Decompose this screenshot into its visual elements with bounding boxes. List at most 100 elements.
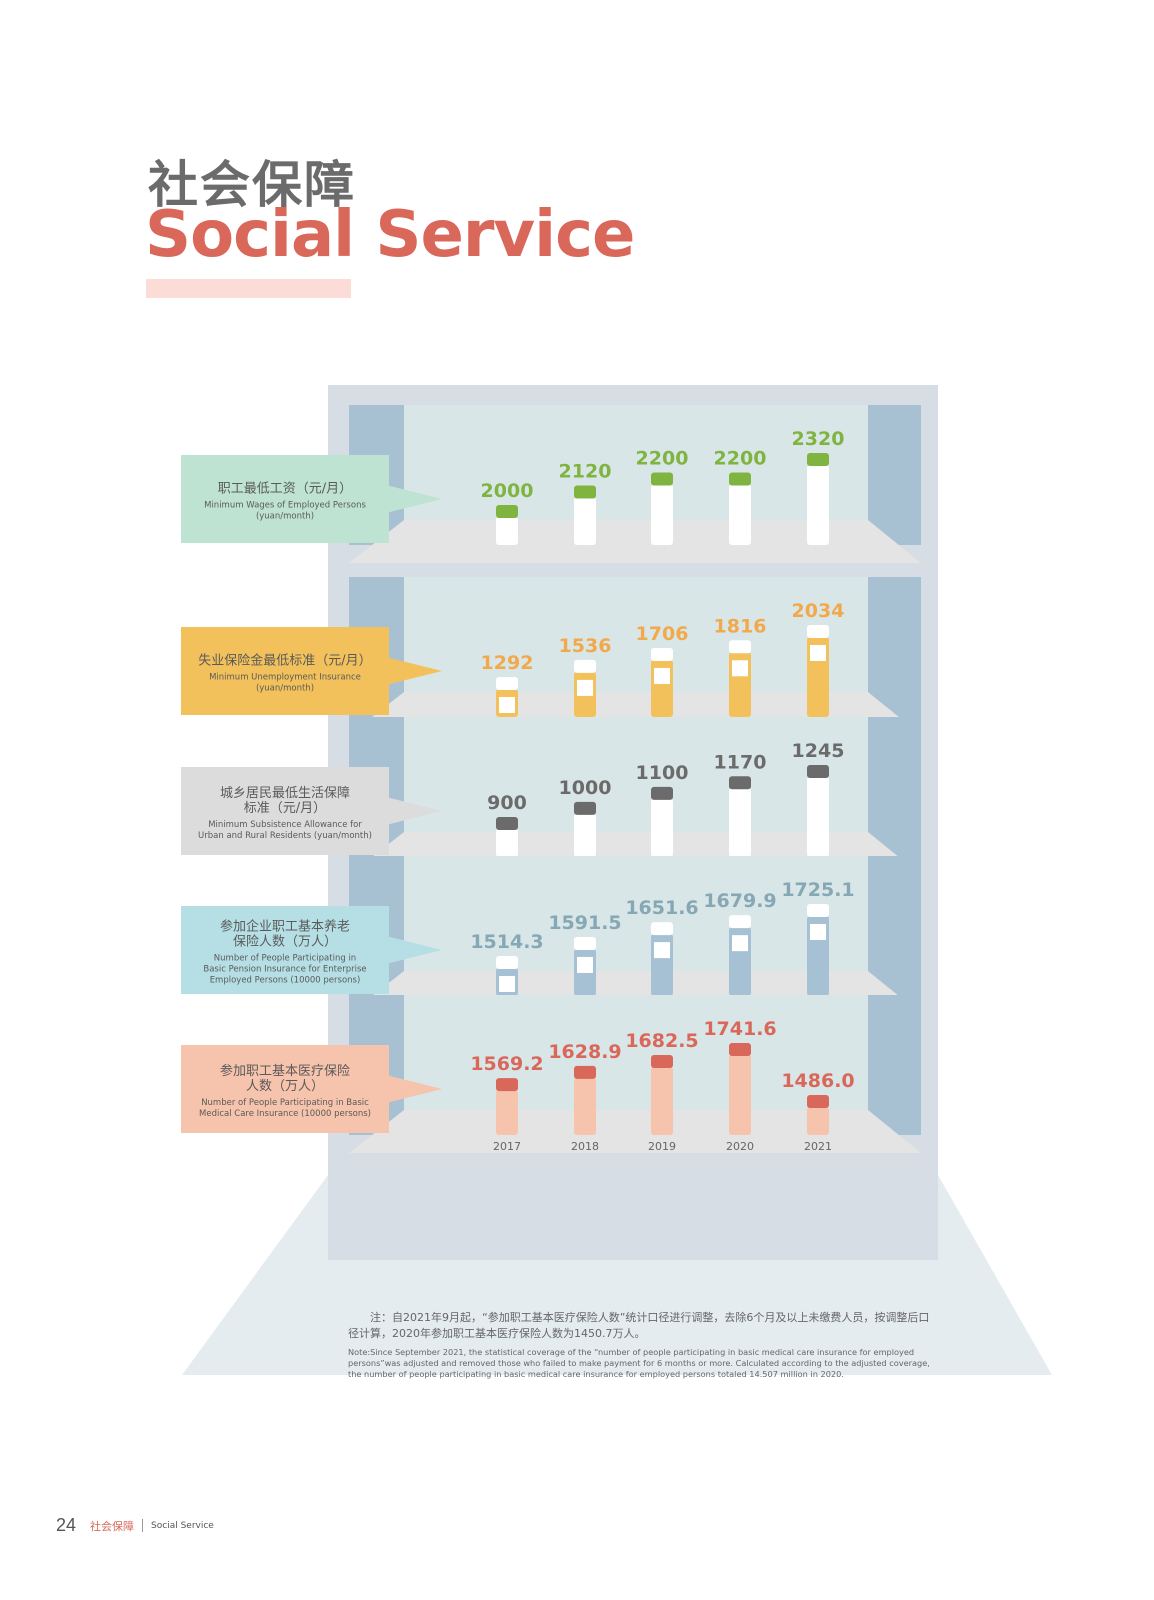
data-label: 1816 [714, 615, 767, 637]
data-label: 2320 [792, 428, 845, 450]
bottle-2020 [729, 640, 751, 717]
shelf-right-wall [868, 717, 921, 857]
note-english: Note:Since September 2021, the statistic… [348, 1347, 930, 1379]
shelf-right-wall [868, 856, 921, 996]
footer-section-cn: 社会保障 [90, 1519, 135, 1533]
bottle-cap [496, 956, 518, 969]
bottle-cap [496, 1078, 518, 1092]
row-label-en: Minimum Subsistence Allowance for [208, 820, 362, 830]
bottle-2017 [496, 817, 518, 857]
bottle-cap [729, 472, 751, 486]
bottle-body [496, 1090, 518, 1135]
data-label: 2034 [792, 600, 845, 622]
bottle-cap [729, 915, 751, 929]
bottle-cap [807, 765, 829, 778]
row-label-cn: 参加职工基本医疗保险 [220, 1063, 350, 1079]
row-label-pointer [386, 1075, 442, 1103]
bottle-2019 [651, 647, 673, 717]
row-label-en: Basic Pension Insurance for Enterprise [203, 965, 366, 975]
bottle-body [651, 1067, 673, 1135]
x-tick-label: 2017 [493, 1140, 521, 1153]
bottle-2017 [496, 956, 518, 996]
data-label: 1725.1 [781, 879, 854, 901]
data-label: 2000 [481, 480, 534, 502]
row-label-cn: 标准（元/月） [244, 801, 326, 816]
data-label: 1628.9 [548, 1041, 621, 1063]
bottle-cap [496, 817, 518, 830]
bottle-body [574, 813, 596, 857]
bottle-2018 [574, 1065, 596, 1135]
data-label: 1679.9 [703, 890, 776, 912]
row-label-en: Employed Persons (10000 persons) [210, 976, 361, 986]
bottle-label-sticker [810, 645, 826, 661]
data-label: 1651.6 [625, 897, 698, 919]
shelf-right-wall [868, 577, 921, 717]
shelf-right-wall [868, 995, 921, 1135]
row-label-en: Minimum Unemployment Insurance [209, 673, 361, 683]
bottle-2020 [729, 1043, 751, 1135]
data-label: 2200 [636, 448, 689, 470]
x-tick-label: 2021 [804, 1140, 832, 1153]
bottle-2020 [729, 776, 751, 857]
bottle-2018 [574, 801, 596, 857]
bottle-cap [651, 1055, 673, 1069]
row-label-en: Number of People Participating in Basic [201, 1098, 369, 1108]
data-label: 1591.5 [548, 912, 621, 934]
bottle-2018 [574, 936, 596, 996]
data-label: 2200 [714, 448, 767, 470]
row-label-cn: 人数（万人） [246, 1079, 324, 1094]
data-label: 1245 [792, 740, 845, 762]
bottle-2021 [807, 765, 829, 857]
row-label-en: Number of People Participating in [214, 954, 356, 964]
bottle-cap [729, 640, 751, 654]
bottle-cap [574, 801, 596, 815]
bottle-body [807, 1107, 829, 1135]
bottle-2018 [574, 659, 596, 717]
data-label: 1000 [559, 777, 612, 799]
bottle-cap [729, 1043, 751, 1056]
bottle-cap [496, 505, 518, 518]
bottle-2019 [651, 922, 673, 996]
bottle-cap [574, 485, 596, 499]
x-tick-label: 2019 [648, 1140, 676, 1153]
row-label-panel [181, 1045, 389, 1133]
bottle-cap [651, 647, 673, 661]
row-label-en: Medical Care Insurance (10000 persons) [199, 1109, 371, 1119]
bottle-2021 [807, 1095, 829, 1135]
bottle-body [574, 497, 596, 545]
bottle-cap [729, 776, 751, 790]
row-label-pointer [386, 797, 442, 825]
row-label-pointer [386, 657, 442, 685]
bottle-cap [496, 677, 518, 690]
bottle-cap [651, 472, 673, 486]
data-label: 2120 [559, 461, 612, 483]
bottle-body [496, 829, 518, 857]
data-label: 1569.2 [470, 1053, 543, 1075]
bottle-body [496, 517, 518, 545]
bottle-label-sticker [577, 956, 593, 973]
footer-divider [142, 1519, 144, 1532]
bottle-body [729, 484, 751, 545]
shelf-floor [349, 520, 921, 563]
bottle-label-sticker [499, 697, 515, 713]
bottle-cap [807, 453, 829, 466]
row-label-panel [181, 906, 389, 994]
bottle-cap [651, 922, 673, 936]
bottle-body [651, 484, 673, 545]
bottle-cap [807, 625, 829, 638]
row-label-pointer [386, 485, 442, 513]
bottle-body [807, 465, 829, 545]
row-label-panel [181, 455, 389, 543]
bottle-label-sticker [654, 667, 670, 684]
row-label-panel [181, 767, 389, 855]
row-label-cn: 城乡居民最低生活保障 [220, 786, 350, 801]
bottle-body [729, 1055, 751, 1135]
data-label: 1706 [636, 623, 689, 645]
bottle-cap [574, 1065, 596, 1079]
row-label-en: Urban and Rural Residents (yuan/month) [198, 831, 372, 841]
row-label-en: Minimum Wages of Employed Persons [204, 501, 366, 511]
x-tick-label: 2018 [571, 1140, 599, 1153]
data-label: 1100 [636, 762, 689, 784]
bottle-cap [574, 936, 596, 950]
